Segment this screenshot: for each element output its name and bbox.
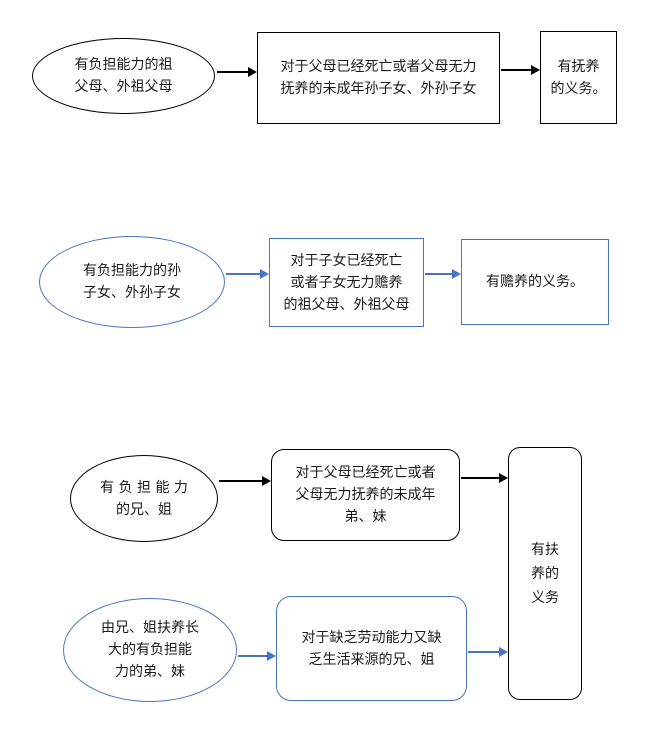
grandchildren-duty-box: 有赡养的义务。 — [461, 239, 609, 325]
siblings-duty-text: 有扶 养的 义务 — [531, 541, 559, 606]
grandchildren-duty-text: 有赡养的义务。 — [486, 274, 584, 290]
younger-siblings-ellipse: 由兄、姐扶养长 大的有负担能 力的弟、妹 — [63, 598, 237, 702]
grandparents-ellipse: 有负担能力的祖 父母、外祖父母 — [32, 38, 215, 114]
elder-siblings-condition-box: 对于父母已经死亡或者 父母无力抚养的未成年 弟、妹 — [271, 449, 460, 541]
elder-siblings-ellipse: 有 负 担 能 力 的兄、姐 — [70, 455, 218, 542]
elder-siblings-condition-text: 对于父母已经死亡或者 父母无力抚养的未成年 弟、妹 — [295, 465, 436, 525]
grandparents-condition-box: 对于父母已经死亡或者父母无力 抚养的未成年孙子女、外孙子女 — [257, 32, 500, 124]
grandparents-ellipse-text: 有负担能力的祖 父母、外祖父母 — [74, 57, 173, 95]
grandparents-condition-text: 对于父母已经死亡或者父母无力 抚养的未成年孙子女、外孙子女 — [280, 59, 477, 97]
grandchildren-ellipse: 有负担能力的孙 子女、外孙子女 — [39, 236, 225, 328]
grandchildren-condition-text: 对于子女已经死亡 或者子女无力赡养 的祖父母、外祖父母 — [283, 252, 410, 313]
younger-siblings-ellipse-text: 由兄、姐扶养长 大的有负担能 力的弟、妹 — [101, 620, 199, 680]
younger-siblings-condition-box: 对于缺乏劳动能力又缺 乏生活来源的兄、姐 — [276, 596, 467, 701]
grandchildren-condition-box: 对于子女已经死亡 或者子女无力赡养 的祖父母、外祖父母 — [269, 238, 424, 327]
grandparents-duty-box: 有抚养 的义务。 — [540, 31, 617, 124]
elder-siblings-ellipse-text: 有 负 担 能 力 的兄、姐 — [100, 479, 188, 518]
siblings-duty-box: 有扶 养的 义务 — [508, 447, 582, 700]
grandparents-duty-text: 有抚养 的义务。 — [550, 58, 607, 97]
younger-siblings-condition-text: 对于缺乏劳动能力又缺 乏生活来源的兄、姐 — [301, 629, 442, 668]
grandchildren-ellipse-text: 有负担能力的孙 子女、外孙子女 — [83, 263, 181, 301]
